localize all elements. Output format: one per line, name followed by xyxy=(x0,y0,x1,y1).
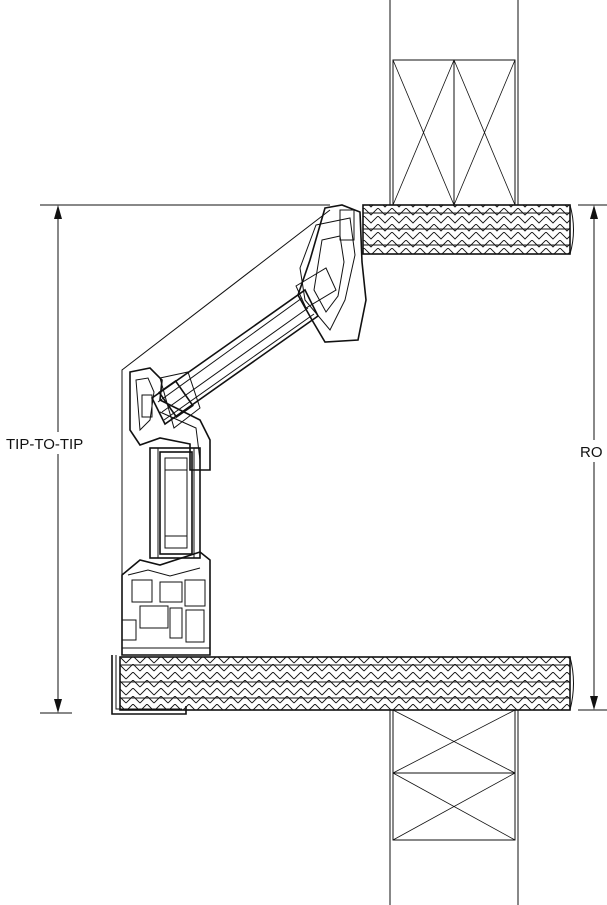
tip-to-tip-label: TIP-TO-TIP xyxy=(6,436,83,453)
upper-wall-panel xyxy=(362,204,574,255)
center-glass-unit xyxy=(149,447,201,559)
rough-opening-dimension xyxy=(578,204,607,711)
angled-glass-unit xyxy=(150,288,320,429)
upper-angled-frame xyxy=(295,204,367,343)
lower-wall-stud xyxy=(389,709,519,905)
bay-outline xyxy=(121,209,331,645)
lower-sill-frame xyxy=(121,551,211,656)
tip-to-tip-dimension xyxy=(0,204,330,714)
corner-jamb xyxy=(129,367,211,471)
lower-wall-panel xyxy=(111,655,574,715)
upper-wall-stud xyxy=(389,0,519,206)
rough-opening-label: RO xyxy=(580,444,603,461)
